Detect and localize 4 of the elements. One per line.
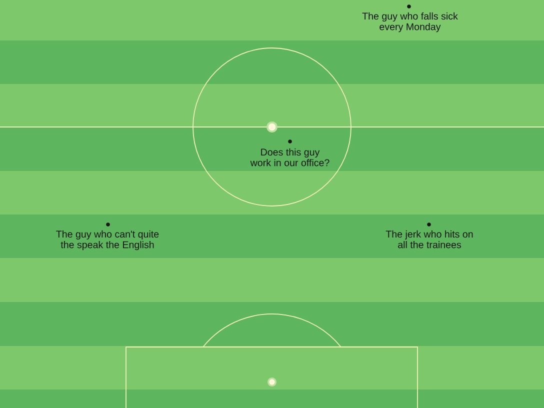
callout-text: The guy who falls sick every Monday (362, 12, 458, 32)
callout-text: The guy who can't quite the speak the English (56, 230, 159, 250)
callout-text: Does this guy work in our office? (250, 148, 330, 166)
callout-text: The jerk who hits on all the trainees (386, 230, 473, 248)
